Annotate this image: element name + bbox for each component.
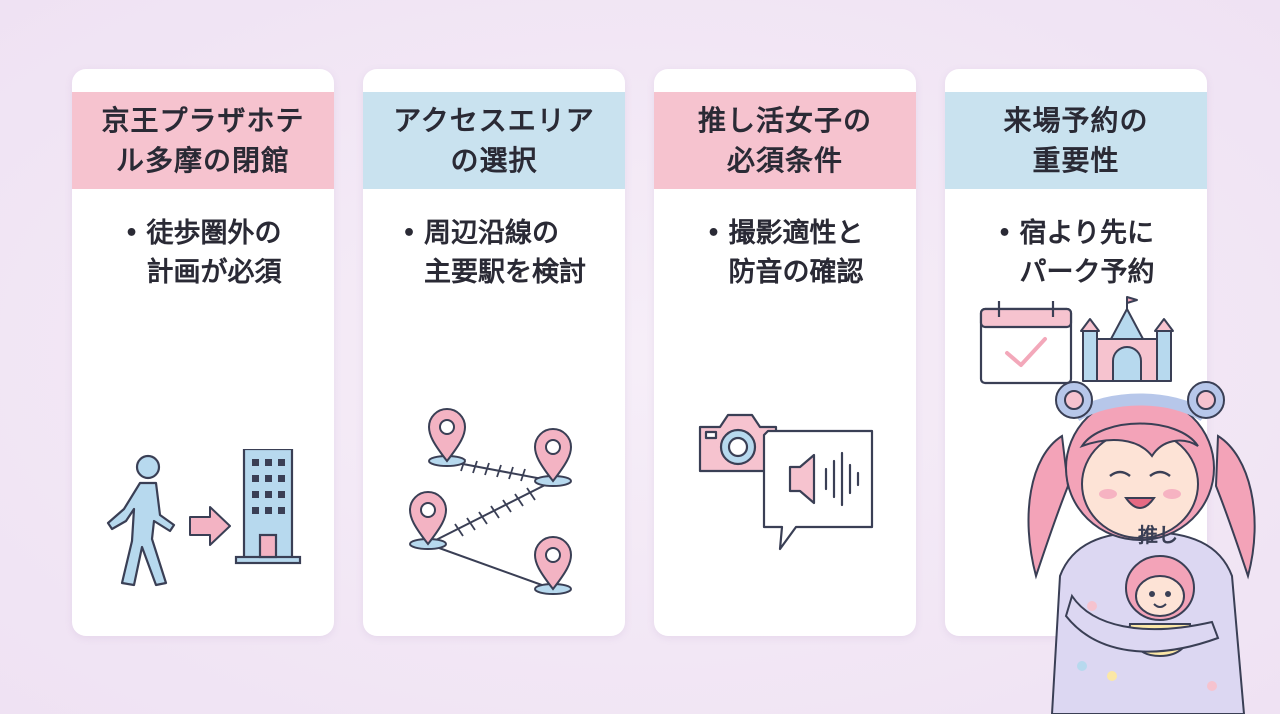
arrow-right-icon [189, 506, 231, 546]
bullet-dot: • [706, 221, 721, 246]
card-header: アクセスエリア の選択 [363, 92, 625, 189]
calendar-castle-illustration [979, 296, 1174, 385]
card-header: 推し活女子の 必須条件 [654, 92, 916, 189]
card-title-line1: 来場予約の [1003, 103, 1149, 137]
card-access-area: アクセスエリア の選択 • 周辺沿線の 主要駅を検討 [363, 69, 625, 636]
castle-icon [1080, 296, 1174, 382]
bullet-line1: 撮影適性と [728, 218, 864, 249]
card-header: 京王プラザホテ ル多摩の閉館 [72, 92, 334, 189]
card-title-line2: の選択 [450, 143, 538, 177]
walk-to-building-illustration [106, 449, 302, 587]
bullet-line1: 周辺沿線の [424, 218, 559, 249]
card-title-line2: ル多摩の閉館 [115, 143, 290, 177]
character-illustration: 推し [1027, 381, 1256, 714]
bullet-line2: 計画が必須 [146, 257, 282, 288]
twin-tails [1027, 434, 1256, 580]
rail-line-icon [427, 458, 554, 590]
bullet-dot: • [402, 221, 417, 246]
calendar-check-icon [979, 301, 1073, 385]
bullet-line2: 防音の確認 [728, 257, 864, 288]
arms [1064, 593, 1220, 653]
card-body: • 周辺沿線の 主要駅を検討 [363, 214, 625, 292]
card-title-line1: 推し活女子の [697, 103, 872, 137]
card-title-line2: 重要性 [1032, 143, 1120, 177]
walking-person-icon [106, 454, 176, 587]
map-pin-icon [408, 491, 448, 550]
card-body: • 宿より先に パーク予約 [945, 214, 1207, 292]
map-pin-icon [533, 428, 573, 487]
camera-sound-illustration [698, 413, 874, 551]
camera-icon [698, 413, 778, 473]
head [1055, 381, 1225, 541]
card-body: • 徒歩圏外の 計画が必須 [72, 214, 334, 292]
plush-tag-text: 推し [1138, 523, 1178, 547]
map-pin-icon [427, 408, 467, 467]
map-pin-icon [533, 536, 573, 595]
card-title-line1: 京王プラザホテ [101, 103, 305, 137]
sound-bubble-icon [762, 429, 874, 551]
card-oshikatsu-requirements: 推し活女子の 必須条件 • 撮影適性と 防音の確認 [654, 69, 916, 636]
card-hotel-closure: 京王プラザホテ ル多摩の閉館 • 徒歩圏外の 計画が必須 [72, 69, 334, 636]
card-title-line2: 必須条件 [726, 143, 843, 177]
bullet-dot: • [997, 221, 1012, 246]
bullet-line2: パーク予約 [1019, 257, 1155, 288]
building-icon [234, 449, 302, 565]
bullet-line1: 徒歩圏外の [146, 218, 282, 249]
card-header: 来場予約の 重要性 [945, 92, 1207, 189]
bullet-line1: 宿より先に [1019, 218, 1154, 249]
bullet-line2: 主要駅を検討 [424, 257, 586, 288]
rail-map-illustration [408, 408, 573, 595]
card-title-line1: アクセスエリア [393, 103, 595, 137]
card-body: • 撮影適性と 防音の確認 [654, 214, 916, 292]
bullet-dot: • [124, 221, 139, 246]
